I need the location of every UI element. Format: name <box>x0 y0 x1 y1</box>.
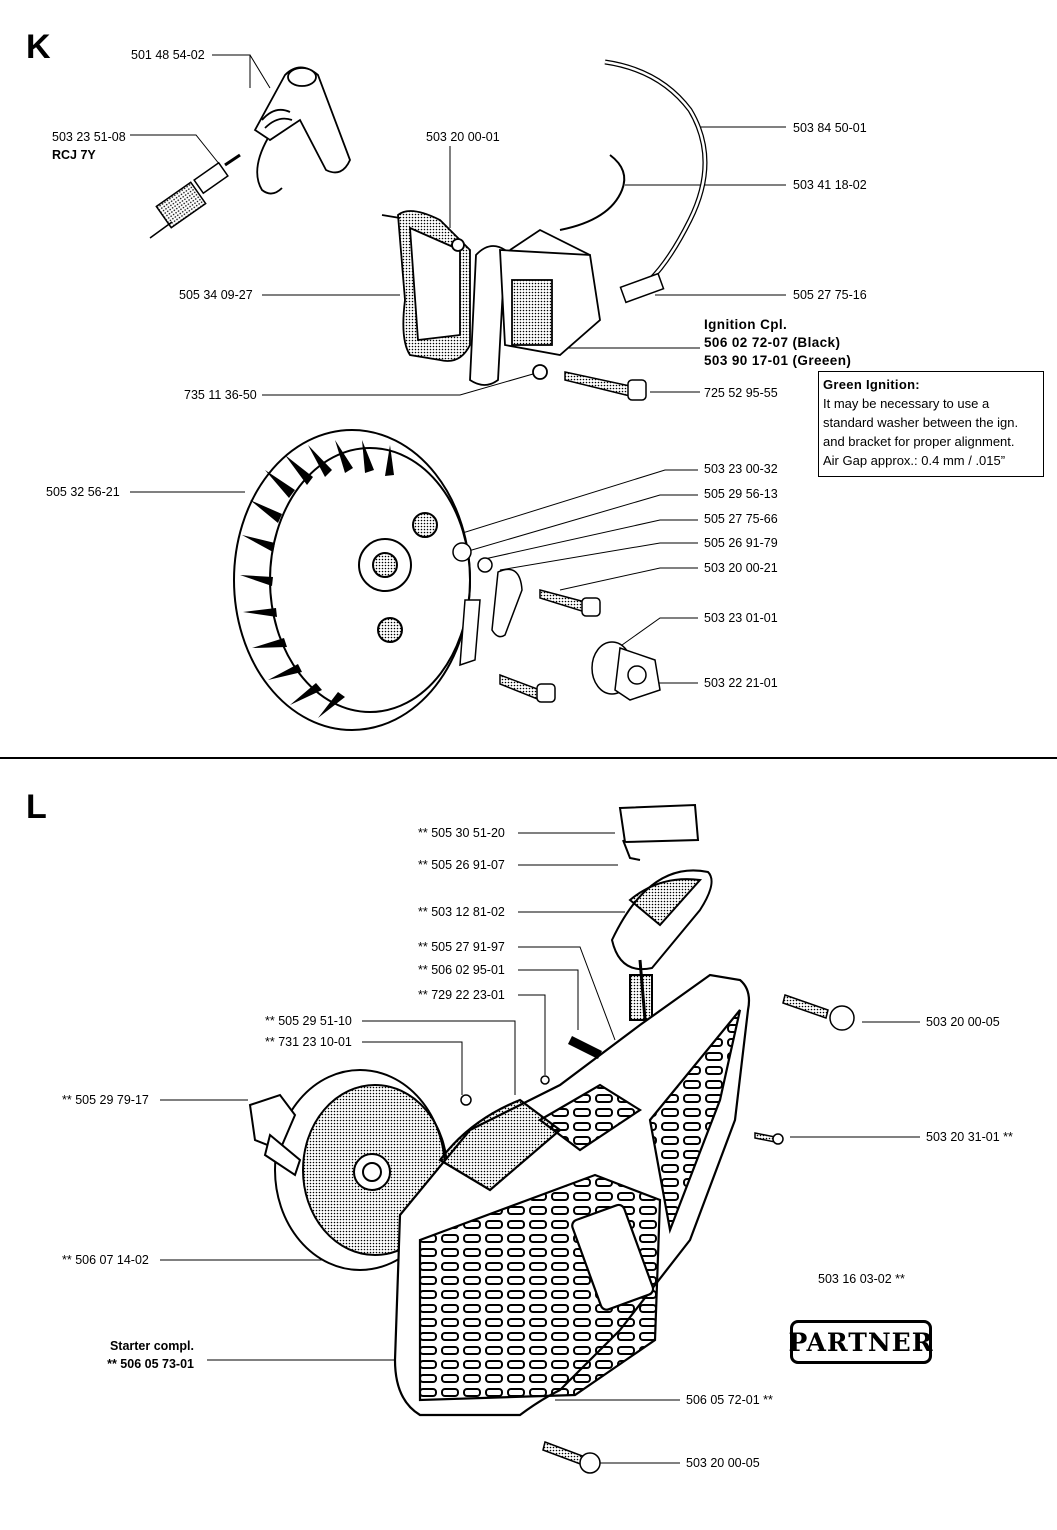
part-number-label: ** 503 12 81-02 <box>418 905 505 919</box>
part-number-label: 503 16 03-02 ** <box>818 1272 905 1286</box>
starter-title: Starter compl. <box>109 1339 194 1353</box>
part-number-label: ** 505 30 51-20 <box>418 826 505 840</box>
green-ignition-note: Green Ignition: It may be necessary to u… <box>818 371 1044 477</box>
part-number-label: 503 23 01-01 <box>704 611 778 625</box>
note-line: Air Gap approx.: 0.4 mm / .015” <box>823 453 1006 468</box>
part-number-label: 503 20 00-05 <box>686 1456 760 1470</box>
ignition-callout: Ignition Cpl. 506 02 72-07 (Black) 503 9… <box>704 316 851 370</box>
part-number-label: ** 505 27 91-97 <box>418 940 505 954</box>
ignition-green-part: 503 90 17-01 (Greeen) <box>704 353 852 368</box>
section-letter-l: L <box>26 788 47 826</box>
part-number-label: ** 506 02 95-01 <box>418 963 505 977</box>
part-number-label: 505 32 56-21 <box>46 485 120 499</box>
part-number-label: 503 22 21-01 <box>704 676 778 690</box>
section-letter-k: K <box>26 28 51 66</box>
ignition-black-part: 506 02 72-07 (Black) <box>704 335 841 350</box>
spark-plug-cap-drawing <box>253 66 351 195</box>
starter-part-number: ** 506 05 73-01 <box>107 1357 194 1371</box>
section-divider <box>0 757 1057 759</box>
part-number-label: 505 34 09-27 <box>179 288 253 302</box>
part-number-label: 503 41 18-02 <box>793 178 867 192</box>
part-number-label: 503 23 51-08 <box>52 130 126 144</box>
part-number-label: 503 20 00-05 <box>926 1015 1000 1029</box>
leader-lines-k <box>130 54 786 684</box>
part-number-label: 505 29 56-13 <box>704 487 778 501</box>
part-number-label: 505 26 91-79 <box>704 536 778 550</box>
ignition-title: Ignition Cpl. <box>704 317 788 332</box>
flywheel-hardware-drawing <box>452 542 661 703</box>
part-number-label: 503 20 00-21 <box>704 561 778 575</box>
part-number-label: ** 731 23 10-01 <box>265 1035 352 1049</box>
note-line: It may be necessary to use a <box>823 396 990 411</box>
part-number-label: 505 27 75-66 <box>704 512 778 526</box>
partner-logo: PARTNER <box>788 1320 934 1364</box>
part-number-label: 501 48 54-02 <box>131 48 205 62</box>
part-number-label: ** 729 22 23-01 <box>418 988 505 1002</box>
part-number-label: ** 505 29 79-17 <box>62 1093 149 1107</box>
starter-screws-drawing <box>460 994 855 1474</box>
flywheel-drawing <box>233 429 471 731</box>
part-number-label: ** 506 07 14-02 <box>62 1253 149 1267</box>
leader-lines-l <box>160 832 920 1464</box>
part-number-label: ** 505 26 91-07 <box>418 858 505 872</box>
starter-handle-drawing <box>610 803 713 1056</box>
part-number-label: 503 84 50-01 <box>793 121 867 135</box>
partner-logo-text: PARTNER <box>788 1327 934 1357</box>
spark-plug-type-label: RCJ 7Y <box>52 148 96 162</box>
part-number-label: 505 27 75-16 <box>793 288 867 302</box>
part-number-label: 725 52 95-55 <box>704 386 778 400</box>
part-number-label: 506 05 72-01 ** <box>686 1393 773 1407</box>
note-line: and bracket for proper alignment. <box>823 434 1015 449</box>
screw-drawing-k1 <box>564 371 647 401</box>
part-number-label: ** 505 29 51-10 <box>265 1014 352 1028</box>
part-number-label: 735 11 36-50 <box>184 388 257 402</box>
note-line: standard washer between the ign. <box>823 415 1019 430</box>
part-number-label: 503 23 00-32 <box>704 462 778 476</box>
note-title: Green Ignition: <box>823 377 920 392</box>
starter-housing-drawing <box>393 973 751 1417</box>
part-number-label: 503 20 00-01 <box>426 130 500 144</box>
ignition-wires-drawing <box>559 59 708 304</box>
spark-plug-drawing <box>149 153 241 239</box>
ignition-module-drawing <box>381 210 601 386</box>
part-number-label: 503 20 31-01 ** <box>926 1130 1013 1144</box>
